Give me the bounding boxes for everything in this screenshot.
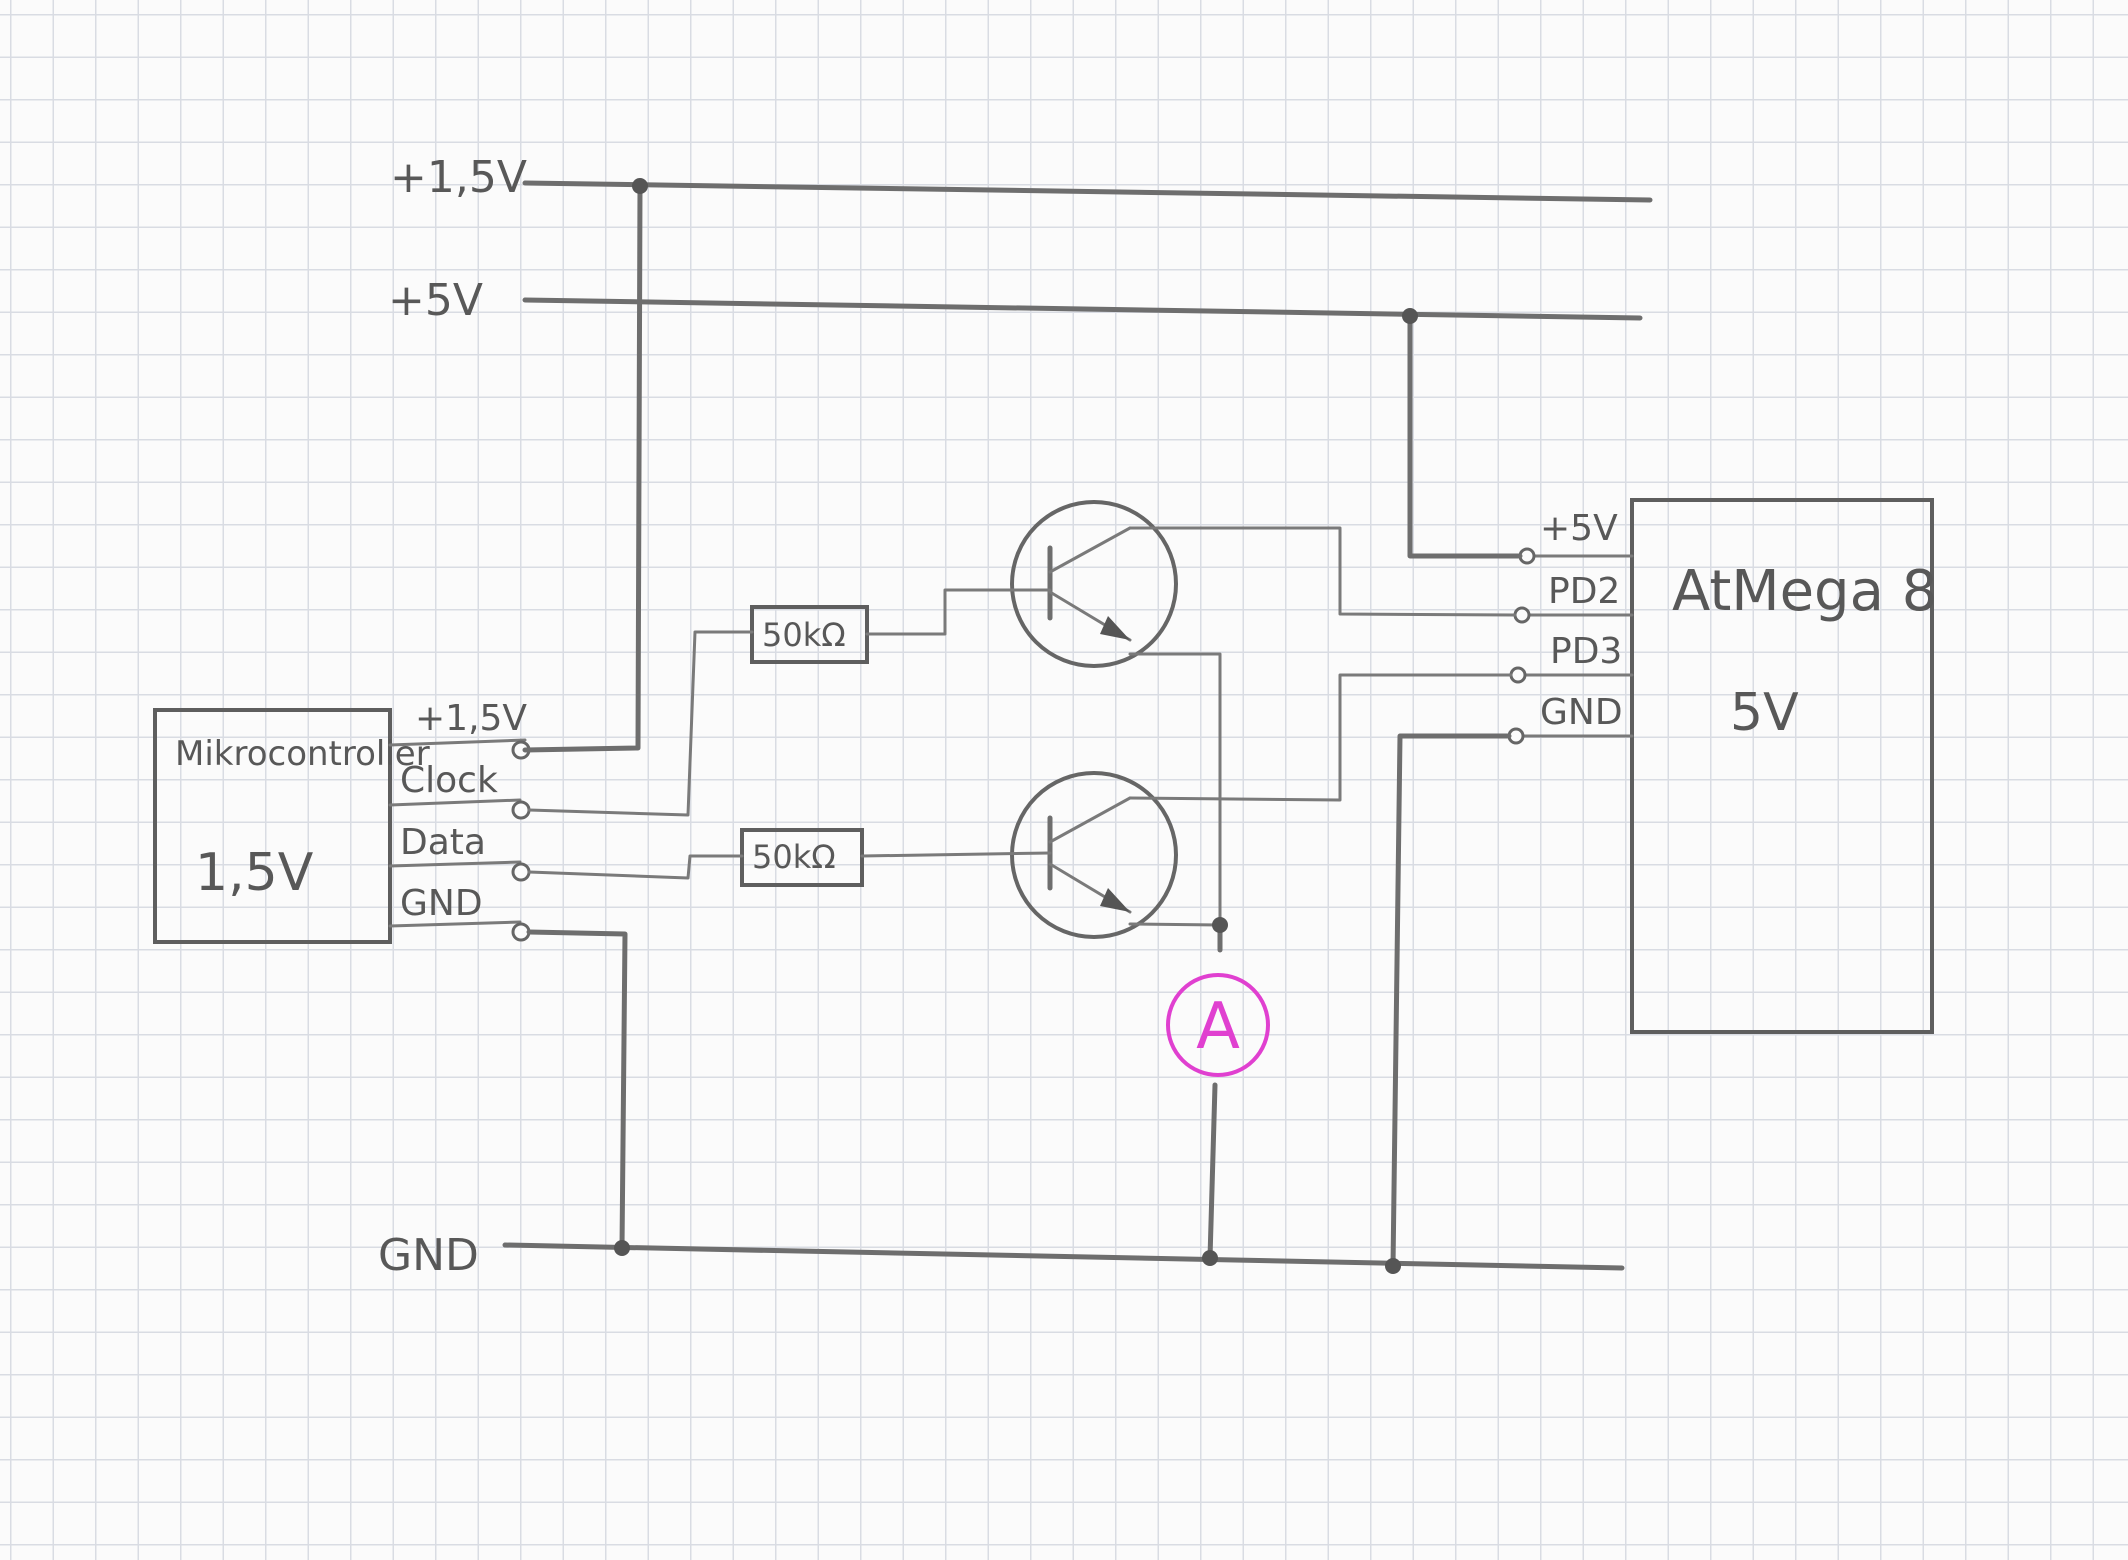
microcontroller-voltage: 1,5V [195,843,314,903]
mc-pin-clock-terminal [511,800,531,820]
atmega-pin-pd2-terminal [1513,606,1531,624]
atmega-pin-pd3-terminal [1509,666,1527,684]
atmega-name: AtMega 8 [1672,559,1937,624]
atmega-pin-gnd-label: GND [1540,692,1623,733]
rail-gnd: GND [378,1230,1625,1281]
resistor-data: 50kΩ [740,828,864,887]
microcontroller-box [153,708,392,944]
junction-emitters [1212,917,1228,933]
mc-pin-gnd-label: GND [400,883,483,924]
mc-pin-data-terminal [511,862,531,882]
junction-1v5 [632,178,648,194]
rail-gnd-label: GND [378,1230,479,1281]
microcontroller-block: Mikrocontroller 1,5V +1,5V Clock Data GN… [153,698,531,944]
mc-pin-data-label: Data [400,822,486,863]
junction-gnd-atmega [1385,1258,1401,1274]
transistor-upper [1010,500,1178,668]
atmega-voltage: 5V [1730,683,1799,743]
atmega-block: AtMega 8 5V +5V PD2 PD3 GND [1507,498,1937,1034]
rail-5v: +5V [388,275,1643,326]
rail-1v5: +1,5V [390,152,1653,203]
marker-a: A [1166,973,1270,1077]
junction-5v [1402,308,1418,324]
microcontroller-name: Mikrocontroller [175,734,430,774]
junction-gnd-mc [614,1240,630,1256]
rail-1v5-label: +1,5V [390,152,527,203]
atmega-pin-pd2-label: PD2 [1548,571,1620,612]
atmega-pin-pd3-label: PD3 [1550,631,1622,672]
atmega-box [1630,498,1934,1034]
resistor-clock: 50kΩ [750,605,869,664]
junctions [614,178,1418,1274]
marker-a-circle [1166,973,1270,1077]
resistor-data-value: 50kΩ [752,838,836,876]
rail-5v-label: +5V [388,275,483,326]
mc-pin-1v5-label: +1,5V [415,698,527,739]
atmega-pin-5v-label: +5V [1540,508,1618,549]
junction-gnd-a [1202,1250,1218,1266]
wiring [522,183,1523,1269]
marker-a-label: A [1196,990,1240,1064]
resistor-clock-value: 50kΩ [762,616,846,654]
mc-pin-clock-label: Clock [400,760,498,801]
